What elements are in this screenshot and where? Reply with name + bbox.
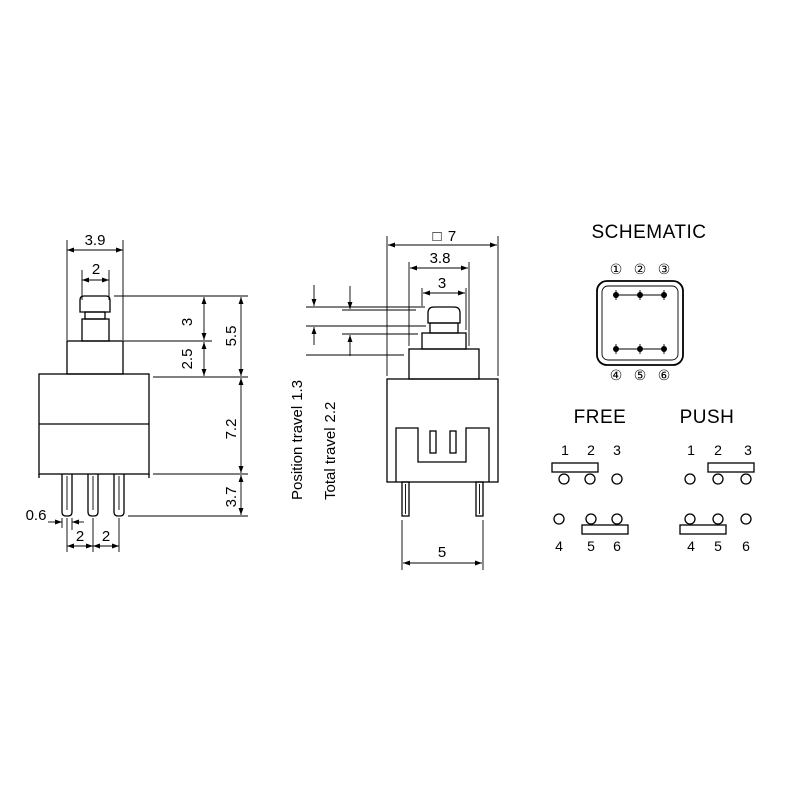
dim-body-square: □ 7 bbox=[386, 228, 499, 376]
free-pin-4: 4 bbox=[555, 538, 563, 554]
free-state: FREE 1 2 3 4 5 6 bbox=[551, 407, 629, 554]
total-travel-value: 2.2 bbox=[322, 402, 339, 423]
label-collar-height: 2.5 bbox=[179, 349, 196, 370]
dim-position-travel: Position travel 1.3 bbox=[289, 285, 317, 500]
label-total-travel: Total travel 2.2 bbox=[322, 402, 339, 500]
free-pin-2: 2 bbox=[587, 442, 595, 458]
push-pin-5: 5 bbox=[714, 538, 722, 554]
free-top-contact-bar bbox=[551, 462, 599, 473]
dim-width-top: 3.9 bbox=[66, 232, 124, 340]
free-bottom-contact-bar bbox=[581, 524, 629, 535]
dim-pin-pitch: 2 2 bbox=[66, 518, 120, 552]
total-travel-text: Total travel bbox=[322, 427, 339, 500]
dim-pin-length: 3.7 bbox=[223, 475, 244, 515]
dim-body-height: 7.2 bbox=[223, 378, 244, 473]
push-title: PUSH bbox=[680, 407, 735, 428]
label-width-top: 3.9 bbox=[85, 232, 106, 249]
dim-collar-height: 2.5 bbox=[179, 342, 207, 376]
label-pin-length: 3.7 bbox=[223, 487, 240, 508]
label-pin-pitch-b: 2 bbox=[102, 528, 110, 545]
side-view-outline bbox=[38, 295, 150, 517]
dim-total-travel: Total travel 2.2 bbox=[322, 286, 353, 500]
schematic-contacts bbox=[613, 290, 667, 354]
label-body-height: 7.2 bbox=[223, 419, 240, 440]
square-symbol: □ bbox=[432, 228, 441, 245]
dim-pin-width: 0.6 bbox=[26, 507, 84, 530]
front-view: □ 7 3.8 3 Position travel 1.3 bbox=[289, 228, 499, 570]
push-pin-6: 6 bbox=[742, 538, 750, 554]
free-title: FREE bbox=[574, 407, 627, 428]
push-pin-3: 3 bbox=[744, 442, 752, 458]
label-collar-width: 3.8 bbox=[430, 250, 451, 267]
dim-top-height: 5.5 bbox=[223, 297, 244, 376]
front-view-outline bbox=[386, 306, 499, 517]
free-pin-1: 1 bbox=[561, 442, 569, 458]
side-view: 3.9 2 3 2.5 5.5 7.2 bbox=[26, 232, 248, 552]
schematic-pin-4: ④ bbox=[610, 367, 623, 383]
position-travel-text: Position travel bbox=[289, 406, 306, 500]
label-pin-width: 0.6 bbox=[26, 507, 47, 524]
dim-width-button: 2 bbox=[81, 261, 110, 300]
label-width-button: 2 bbox=[92, 261, 100, 278]
dim-button-height: 3 bbox=[179, 297, 207, 340]
label-pin-spacing: 5 bbox=[438, 544, 446, 561]
label-pin-pitch-a: 2 bbox=[76, 528, 84, 545]
push-pin-1: 1 bbox=[687, 442, 695, 458]
push-state: PUSH 1 2 3 4 5 6 bbox=[679, 407, 755, 554]
label-top-height: 5.5 bbox=[223, 326, 240, 347]
schematic-pin-6: ⑥ bbox=[658, 367, 671, 383]
schematic-pin-2: ② bbox=[634, 261, 647, 277]
free-pin-5: 5 bbox=[587, 538, 595, 554]
free-pin-6: 6 bbox=[613, 538, 621, 554]
dim-pin-spacing: 5 bbox=[401, 520, 484, 570]
schematic-pin-1: ① bbox=[610, 261, 623, 277]
label-button-height: 3 bbox=[179, 318, 196, 326]
label-button-width: 3 bbox=[438, 275, 446, 292]
label-position-travel: Position travel 1.3 bbox=[289, 380, 306, 500]
schematic-pin-3: ③ bbox=[658, 261, 671, 277]
schematic: SCHEMATIC ① ② ③ ④ ⑤ ⑥ bbox=[592, 222, 707, 383]
push-pin-2: 2 bbox=[714, 442, 722, 458]
position-travel-value: 1.3 bbox=[289, 380, 306, 401]
dim-button-width: 3 bbox=[421, 275, 467, 330]
label-body-square: 7 bbox=[448, 228, 456, 245]
schematic-title: SCHEMATIC bbox=[592, 222, 707, 243]
free-pin-3: 3 bbox=[613, 442, 621, 458]
push-bottom-contact-bar bbox=[679, 524, 727, 535]
schematic-body bbox=[596, 280, 684, 366]
push-pin-4: 4 bbox=[687, 538, 695, 554]
schematic-pin-5: ⑤ bbox=[634, 367, 647, 383]
push-top-contact-bar bbox=[707, 462, 755, 473]
dim-collar-width: 3.8 bbox=[408, 250, 470, 346]
